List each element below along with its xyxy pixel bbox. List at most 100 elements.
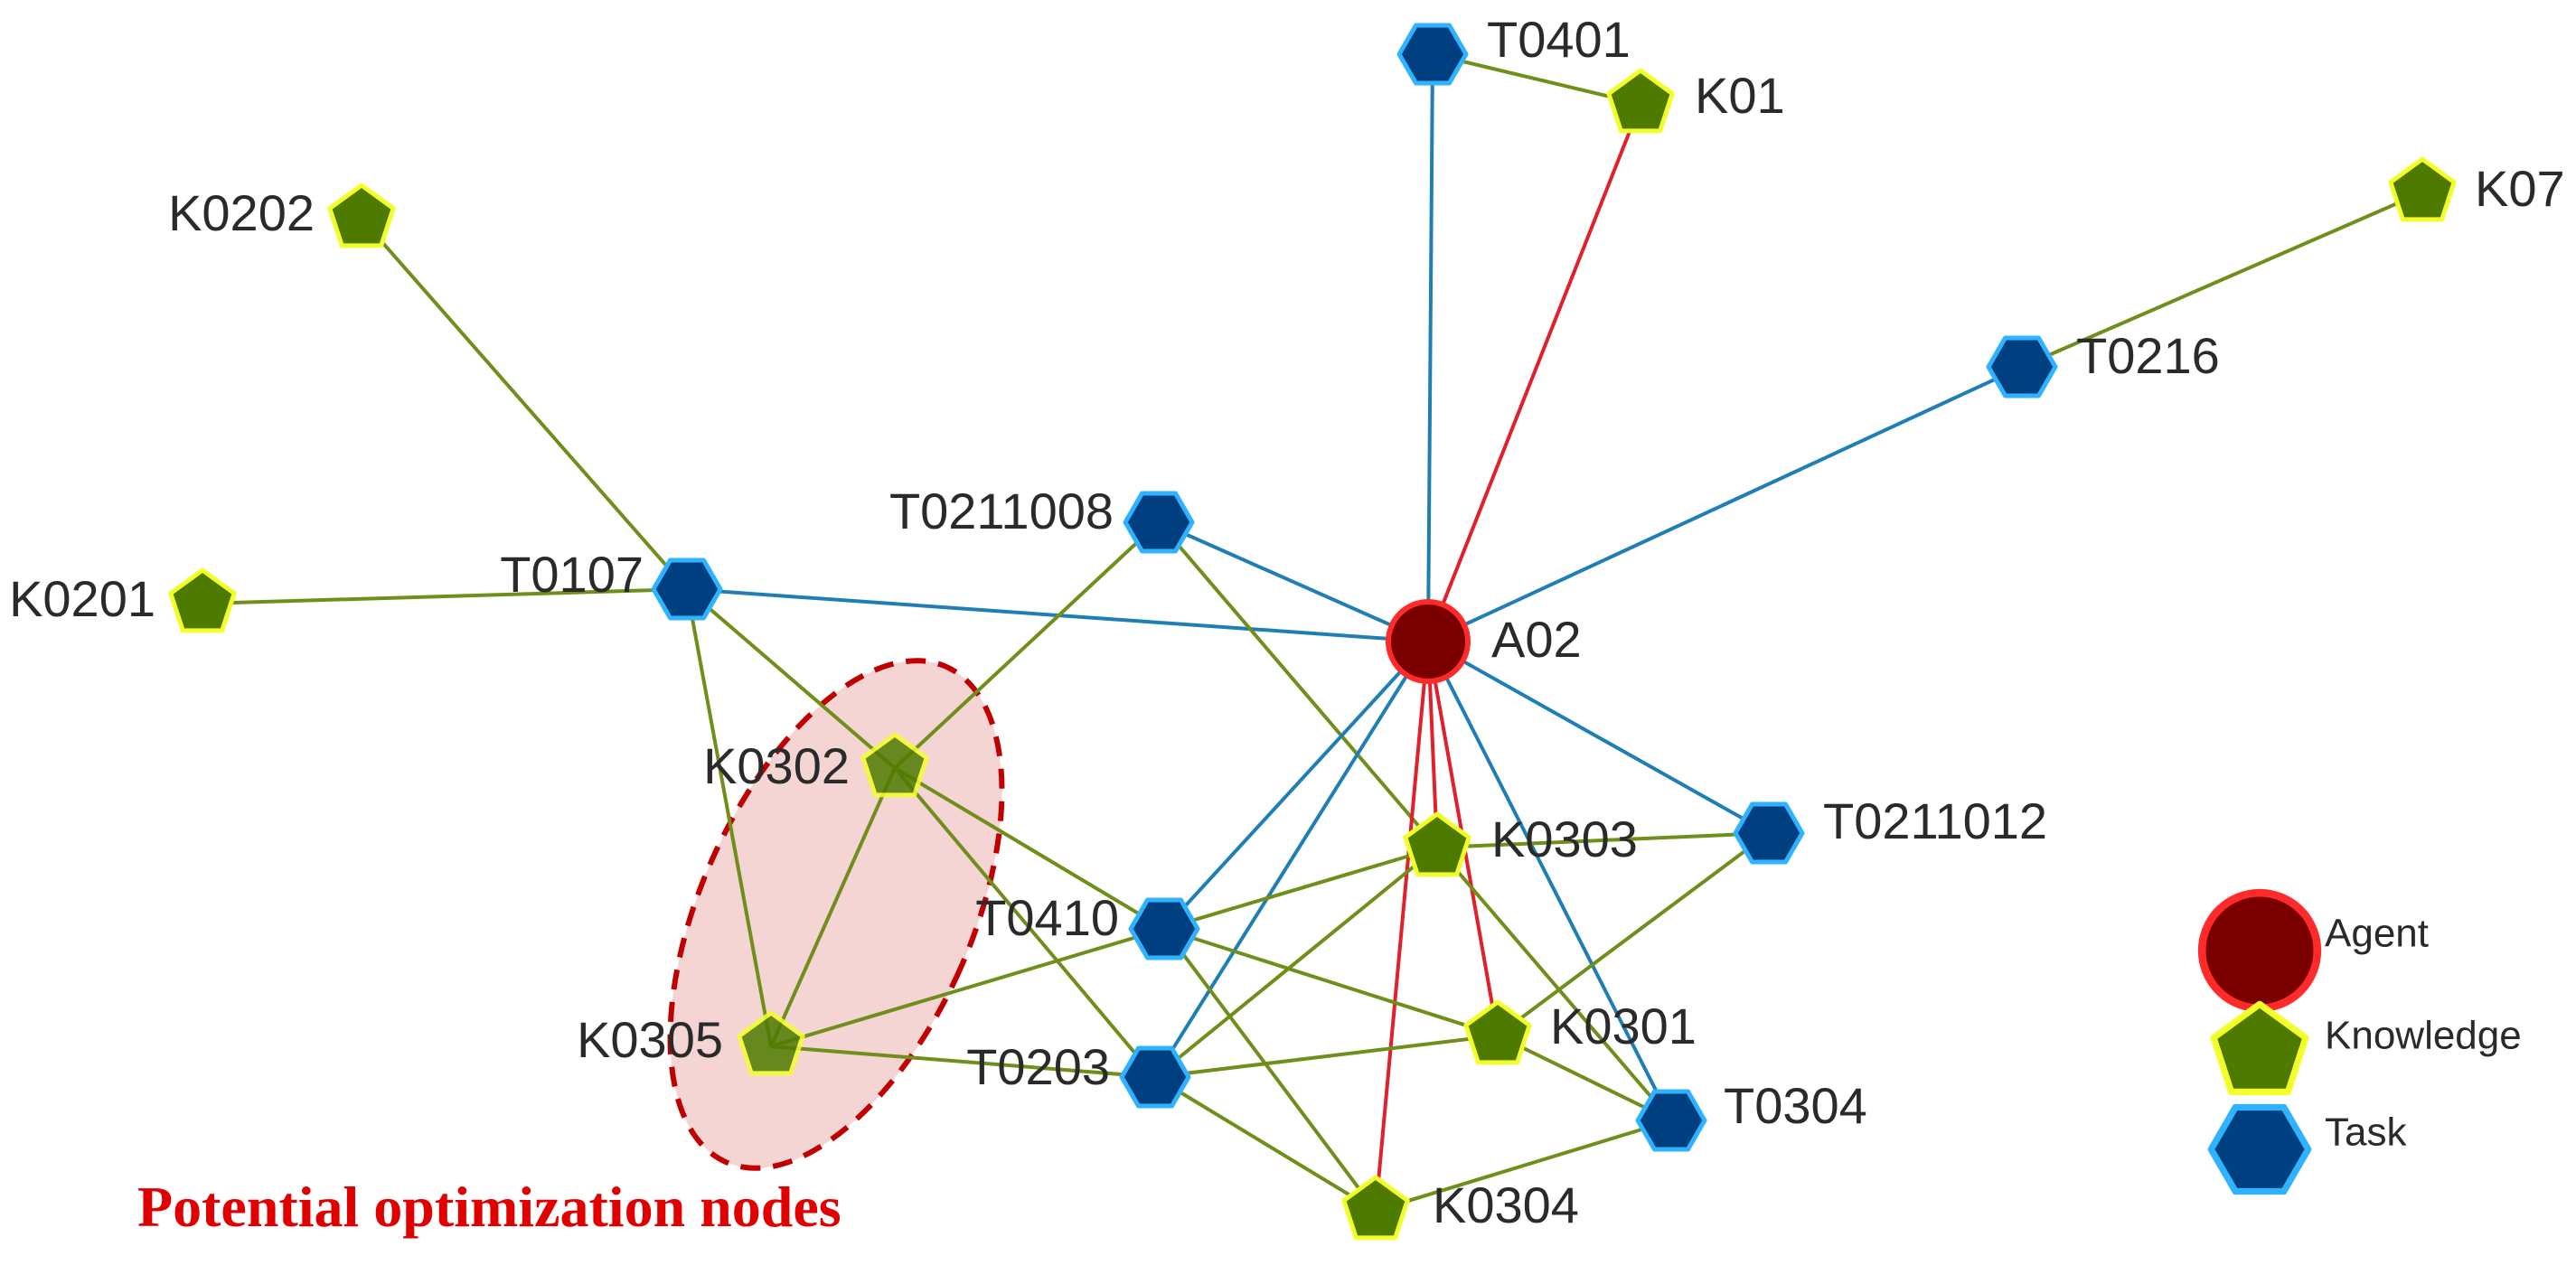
node-k0304: K0304: [1341, 1175, 1579, 1241]
edge-K0305-T0203: [770, 1045, 1156, 1079]
edge-K0201-T0107: [202, 587, 688, 605]
edge-K0302-T0203: [893, 766, 1157, 1079]
edge-T0216-A02: [1427, 365, 2023, 643]
node-label: K0201: [9, 570, 155, 627]
agent-node-icon: [1386, 599, 1471, 684]
node-k0301: K0301: [1463, 998, 1697, 1065]
edge-A02-K0304: [1374, 641, 1430, 1212]
node-label: K0202: [168, 184, 315, 241]
edge-A02-T0211012: [1427, 640, 1770, 835]
task-node-icon: [1733, 801, 1805, 865]
node-k0302: K0302: [703, 732, 929, 798]
legend-task-icon: [2207, 1103, 2312, 1195]
node-t0304: T0304: [1635, 1077, 1867, 1152]
legend-label: Agent: [2325, 912, 2429, 956]
edge-T0211008-A02: [1158, 520, 1429, 643]
knowledge-node-icon: [168, 567, 237, 633]
task-node-icon: [651, 558, 723, 621]
node-k01: K01: [1606, 67, 1785, 134]
node-label: K0304: [1433, 1176, 1579, 1233]
edge-A02-T0203: [1153, 640, 1430, 1079]
knowledge-node-icon: [1341, 1175, 1410, 1241]
node-a02: A02: [1386, 599, 1582, 684]
edge-T0211012-K0301: [1496, 831, 1771, 1037]
node-label: T0203: [966, 1038, 1110, 1095]
edge-T0211008-K0303: [1157, 520, 1439, 849]
legend-item-task: Task: [2207, 1103, 2407, 1195]
node-label: K0302: [703, 737, 850, 794]
node-label: T0216: [2076, 327, 2220, 384]
edge-T0410-K0301: [1163, 927, 1499, 1037]
node-t0410: T0410: [975, 889, 1200, 960]
edge-K0303-T0410: [1163, 846, 1438, 931]
task-node-icon: [1119, 1045, 1191, 1109]
task-node-icon: [1635, 1089, 1707, 1152]
node-t0211008: T0211008: [889, 483, 1195, 554]
node-k0201: K0201: [9, 567, 237, 633]
task-node-icon: [1128, 897, 1200, 960]
knowledge-node-icon: [2388, 156, 2457, 222]
edge-K0304-T0304: [1375, 1119, 1672, 1213]
edge-layer: [202, 52, 2423, 1213]
node-t0401: T0401: [1396, 11, 1631, 86]
node-label: K0301: [1550, 998, 1697, 1054]
edge-K0302-K0305: [769, 767, 897, 1047]
node-label: K07: [2475, 160, 2565, 217]
legend-knowledge-icon: [2210, 1000, 2309, 1096]
node-label: T0304: [1724, 1077, 1867, 1134]
legend-item-agent: Agent: [2197, 888, 2429, 1013]
node-k07: K07: [2388, 156, 2565, 222]
edge-T0203-K0304: [1153, 1075, 1377, 1213]
edge-T0107-K0302: [685, 587, 897, 770]
edge-A02-T0304: [1426, 641, 1673, 1121]
task-node-icon: [1123, 491, 1195, 554]
knowledge-node-icon: [1403, 811, 1471, 877]
node-k0202: K0202: [168, 183, 396, 248]
edge-K01-A02: [1426, 103, 1642, 642]
node-label: T0410: [975, 889, 1119, 946]
node-t0211012: T0211012: [1733, 792, 2047, 865]
edge-T0410-K0304: [1162, 927, 1377, 1213]
node-t0216: T0216: [1986, 327, 2220, 398]
edge-K07-T0216: [2021, 191, 2423, 369]
edge-K0303-T0304: [1435, 846, 1673, 1122]
node-label: T0401: [1487, 11, 1631, 68]
task-node-icon: [1986, 335, 2058, 398]
edge-T0203-K0301: [1154, 1034, 1499, 1079]
task-node-icon: [1396, 23, 1469, 86]
edge-K0202-T0107: [360, 217, 689, 591]
knowledge-node-icon: [860, 732, 929, 798]
knowledge-node-icon: [1606, 68, 1675, 134]
edge-K0301-T0304: [1497, 1034, 1672, 1122]
legend-item-knowledge: Knowledge: [2210, 1000, 2522, 1096]
node-k0305: K0305: [577, 1010, 805, 1076]
knowledge-node-icon: [737, 1010, 805, 1076]
edge-A02-T0410: [1162, 640, 1430, 931]
legend-agent-icon: [2197, 888, 2322, 1013]
annotation-text: Potential optimization nodes: [137, 1175, 841, 1239]
legend-label: Task: [2325, 1110, 2407, 1155]
edge-T0401-K01: [1432, 52, 1641, 106]
edge-T0410-K0305: [770, 927, 1165, 1048]
node-label: K0305: [577, 1011, 723, 1068]
node-label: A02: [1491, 611, 1582, 668]
edge-T0211008-K0302: [893, 520, 1161, 770]
edge-K0302-T0410: [893, 766, 1166, 931]
edge-K0303-T0211012: [1436, 831, 1770, 849]
legend-label: Knowledge: [2325, 1014, 2522, 1058]
node-t0203: T0203: [966, 1038, 1191, 1109]
edge-T0107-K0305: [685, 588, 773, 1047]
knowledge-node-icon: [327, 183, 396, 248]
edge-K0303-T0203: [1153, 846, 1439, 1079]
edge-T0401-A02: [1426, 53, 1434, 642]
node-label: K0303: [1491, 811, 1638, 867]
node-t0107: T0107: [500, 546, 723, 621]
node-k0303: K0303: [1403, 811, 1638, 877]
knowledge-node-icon: [1463, 999, 1532, 1065]
node-label: T0211008: [889, 483, 1114, 539]
node-label: T0211012: [1823, 792, 2047, 849]
